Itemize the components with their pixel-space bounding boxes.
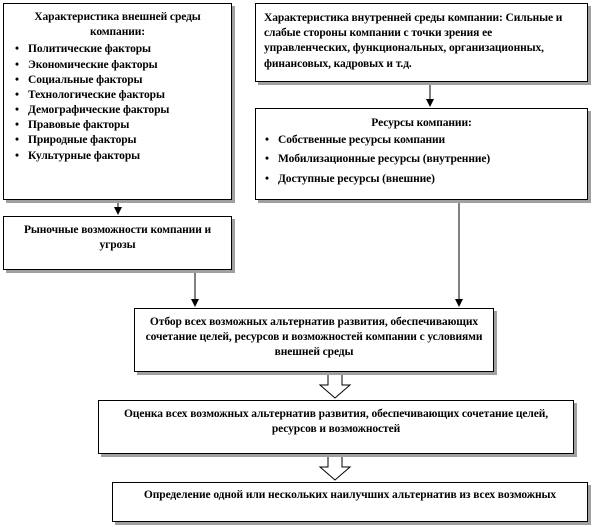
alternatives-evaluation-text: Оценка всех возможных альтернатив развит… bbox=[123, 408, 549, 436]
list-item: Собственные ресурсы компании bbox=[262, 133, 581, 148]
resources-title: Ресурсы компании: bbox=[371, 117, 472, 129]
best-alternative-text: Определение одной или нескольких наилучш… bbox=[143, 489, 557, 501]
best-alternative-box: Определение одной или нескольких наилучш… bbox=[112, 482, 588, 522]
list-item: Доступные ресурсы (внешние) bbox=[262, 172, 581, 187]
alternatives-selection-box: Отбор всех возможных альтернатив развити… bbox=[134, 308, 494, 372]
resources-box: Ресурсы компании: Собственные ресурсы ко… bbox=[255, 108, 588, 200]
resources-list: Собственные ресурсы компании Мобилизацио… bbox=[262, 133, 581, 187]
alternatives-selection-text: Отбор всех возможных альтернатив развити… bbox=[145, 316, 483, 359]
alternatives-evaluation-box: Оценка всех возможных альтернатив развит… bbox=[98, 400, 574, 454]
list-item: Мобилизационные ресурсы (внутренние) bbox=[262, 152, 581, 167]
external-environment-box: Характеристика внешней среды компании: П… bbox=[3, 3, 232, 200]
list-item: Правовые факторы bbox=[12, 118, 223, 133]
list-item: Природные факторы bbox=[12, 133, 223, 148]
block-arrow-evaluation-to-definition bbox=[318, 455, 352, 481]
list-item: Политические факторы bbox=[12, 42, 223, 57]
market-opportunities-box: Рыночные возможности компании и угрозы bbox=[3, 216, 232, 270]
block-arrow-selection-to-evaluation bbox=[318, 373, 352, 399]
list-item: Технологические факторы bbox=[12, 88, 223, 103]
list-item: Культурные факторы bbox=[12, 149, 223, 164]
list-item: Демографические факторы bbox=[12, 103, 223, 118]
list-item: Социальные факторы bbox=[12, 73, 223, 88]
external-environment-title: Характеристика внешней среды компании: bbox=[34, 11, 201, 39]
internal-environment-text: Характеристика внутренней среды компании… bbox=[264, 12, 563, 70]
list-item: Экономические факторы bbox=[12, 58, 223, 73]
market-opportunities-text: Рыночные возможности компании и угрозы bbox=[23, 224, 212, 252]
internal-environment-box: Характеристика внутренней среды компании… bbox=[255, 3, 588, 82]
external-factors-list: Политические факторы Экономические факто… bbox=[12, 42, 223, 164]
